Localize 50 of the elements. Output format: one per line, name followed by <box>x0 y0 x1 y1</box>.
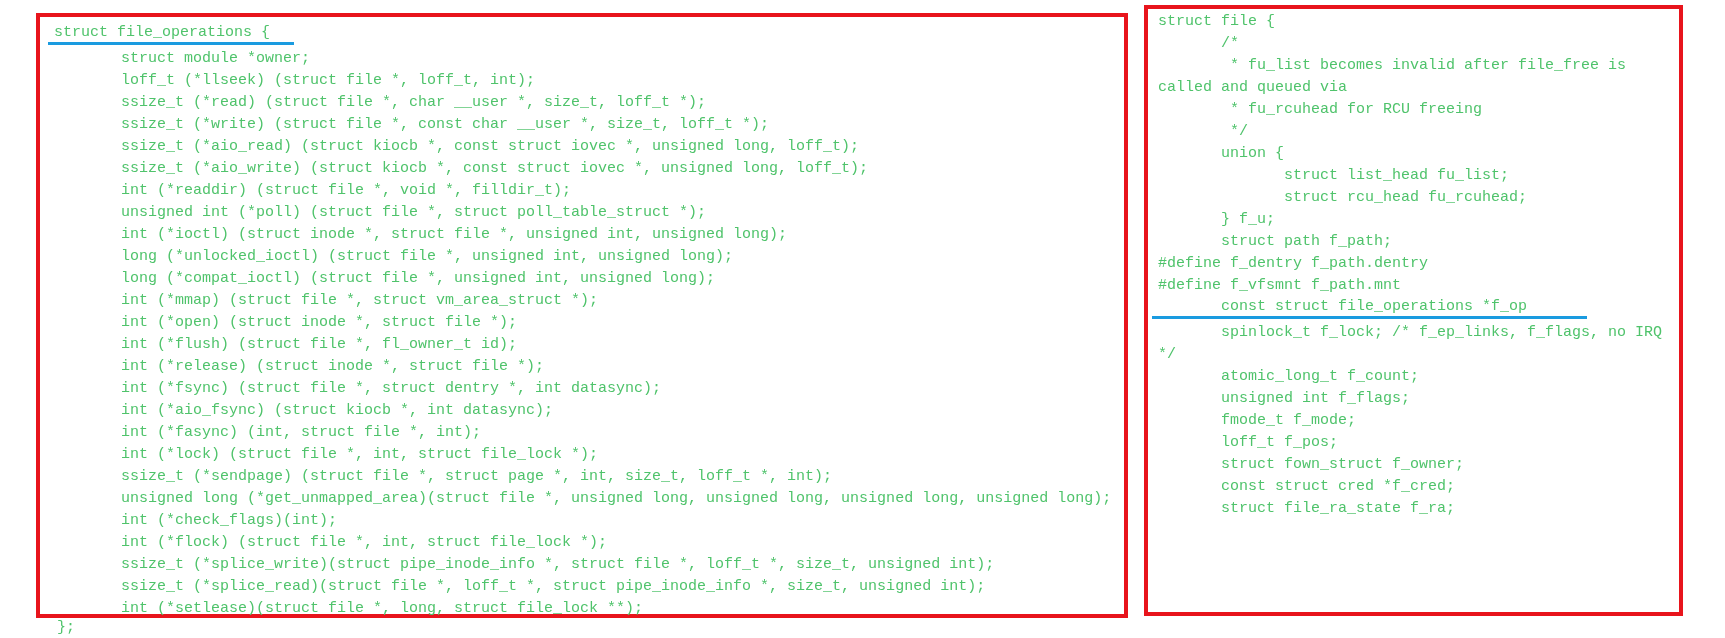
code-line: struct file_ra_state f_ra; <box>1220 499 1456 519</box>
code-line: ssize_t (*sendpage) (struct file *, struct page *, int, size_t, loff_t *, int); <box>120 467 833 487</box>
code-line: int (*aio_fsync) (struct kiocb *, int datasync); <box>120 401 554 421</box>
code-line: const struct cred *f_cred; <box>1220 477 1456 497</box>
code-line: int (*fsync) (struct file *, struct dentry *, int datasync); <box>120 379 662 399</box>
code-line: int (*setlease)(struct file *, long, struct file_lock **); <box>120 599 644 619</box>
code-line: int (*open) (struct inode *, struct file *); <box>120 313 518 333</box>
code-line: int (*check_flags)(int); <box>120 511 338 531</box>
code-line: int (*flock) (struct file *, int, struct file_lock *); <box>120 533 608 553</box>
code-line: int (*fasync) (int, struct file *, int); <box>120 423 482 443</box>
code-line: struct list_head fu_list; <box>1283 166 1510 186</box>
code-line: atomic_long_t f_count; <box>1220 367 1420 387</box>
code-line: ssize_t (*read) (struct file *, char __user *, size_t, loff_t *); <box>120 93 707 113</box>
code-line: int (*flush) (struct file *, fl_owner_t id); <box>120 335 518 355</box>
code-line: #define f_vfsmnt f_path.mnt <box>1158 276 1402 296</box>
code-line: ssize_t (*aio_write) (struct kiocb *, const struct iovec *, unsigned long, loff_t); <box>120 159 869 179</box>
code-line: loff_t (*llseek) (struct file *, loff_t, int); <box>120 71 536 91</box>
code-line: fmode_t f_mode; <box>1220 411 1357 431</box>
code-line: int (*readdir) (struct file *, void *, filldir_t); <box>120 181 572 201</box>
code-line: */ <box>1229 122 1248 142</box>
code-line: } f_u; <box>1220 210 1275 230</box>
code-line: ssize_t (*splice_read)(struct file *, loff_t *, struct pipe_inode_info *, size_t, unsigned int); <box>120 577 986 597</box>
code-line: int (*lock) (struct file *, int, struct file_lock *); <box>120 445 599 465</box>
code-panel <box>1144 5 1683 616</box>
code-line: ssize_t (*write) (struct file *, const char __user *, size_t, loff_t *); <box>120 115 770 135</box>
code-line: struct fown_struct f_owner; <box>1220 455 1465 475</box>
code-line: * fu_list becomes invalid after file_free is called and queued via <box>1158 56 1628 98</box>
code-line: int (*release) (struct inode *, struct file *); <box>120 357 545 377</box>
code-line: #define f_dentry f_path.dentry <box>1158 254 1429 274</box>
code-line: * fu_rcuhead for RCU freeing <box>1229 100 1483 120</box>
code-line: /* <box>1220 34 1239 54</box>
code-line: union { <box>1220 144 1284 164</box>
code-line: int (*mmap) (struct file *, struct vm_area_struct *); <box>120 291 599 311</box>
code-panel <box>36 13 1128 618</box>
code-line: unsigned int f_flags; <box>1220 389 1411 409</box>
code-line: struct path f_path; <box>1220 232 1393 252</box>
code-line: ssize_t (*splice_write)(struct pipe_inode_info *, struct file *, loff_t *, size_t, unsigned int); <box>120 555 995 575</box>
code-line: long (*unlocked_ioctl) (struct file *, unsigned int, unsigned long); <box>120 247 734 267</box>
code-line: }; <box>57 619 75 637</box>
code-line: loff_t f_pos; <box>1220 433 1339 453</box>
code-line: ssize_t (*aio_read) (struct kiocb *, const struct iovec *, unsigned long, loff_t); <box>120 137 860 157</box>
code-line: int (*ioctl) (struct inode *, struct file *, unsigned int, unsigned long); <box>120 225 788 245</box>
code-line: struct rcu_head fu_rcuhead; <box>1283 188 1528 208</box>
code-line: unsigned long (*get_unmapped_area)(struct file *, unsigned long, unsigned long, unsigned long, unsigned long); <box>120 489 1112 509</box>
code-line: struct module *owner; <box>120 49 311 69</box>
code-line: unsigned int (*poll) (struct file *, struct poll_table_struct *); <box>120 203 707 223</box>
code-line: long (*compat_ioctl) (struct file *, unsigned int, unsigned long); <box>120 269 716 289</box>
code-line: struct file_operations { <box>48 23 295 45</box>
code-line: struct file { <box>1158 12 1276 32</box>
code-line: const struct file_operations *f_op <box>1152 297 1588 319</box>
